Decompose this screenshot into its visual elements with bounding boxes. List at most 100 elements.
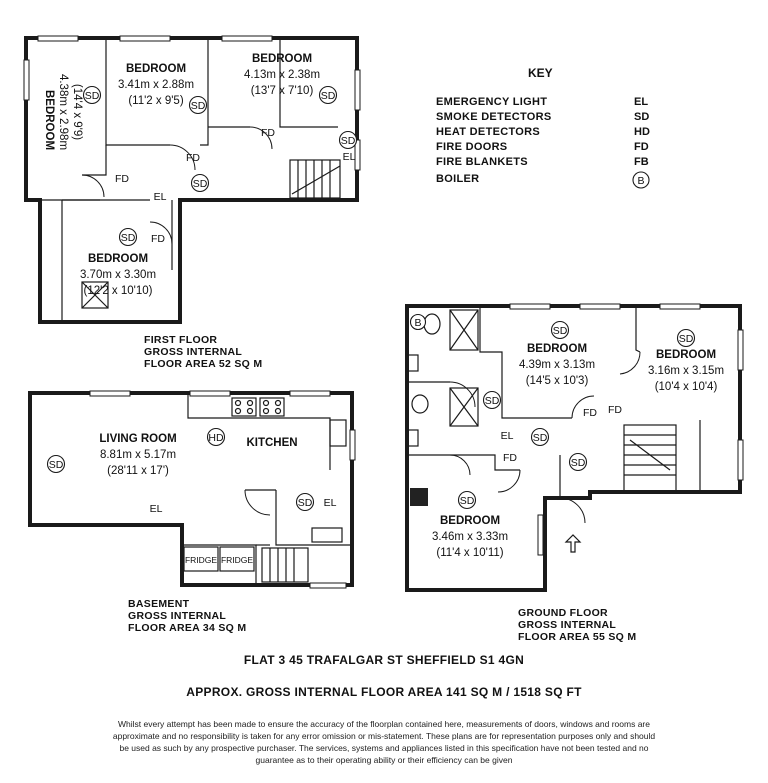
key-label-fire-blankets: FIRE BLANKETS — [436, 156, 528, 168]
key-label-heat-detectors: HEAT DETECTORS — [436, 126, 541, 138]
living-room-imperial: (28'11 x 17') — [107, 465, 169, 477]
ff-fd-1: FD — [261, 127, 275, 139]
bs-el-2: EL — [150, 503, 163, 515]
gf-bed-b-metric: 3.16m x 3.15m — [648, 365, 724, 377]
key-label-smoke-detectors: SMOKE DETECTORS — [436, 111, 552, 123]
basement-plan — [28, 390, 356, 589]
first-floor-plan — [23, 35, 361, 324]
gf-sd-2: SD — [679, 333, 694, 345]
ground-floor-plan — [405, 303, 744, 592]
ff-bed-bottom-metric: 3.70m x 3.30m — [80, 269, 156, 281]
ff-sd-2: SD — [191, 100, 206, 112]
ff-caption-line-1: FIRST FLOOR — [144, 334, 218, 346]
ff-fd-3: FD — [115, 173, 129, 185]
gf-bed-b-imperial: (10'4 x 10'4) — [655, 381, 718, 393]
gf-sd-3: SD — [485, 395, 500, 407]
smoke-detector-icon — [190, 173, 210, 193]
smoke-detector-icon — [482, 390, 502, 410]
gf-sd-6: SD — [460, 495, 475, 507]
bs-caption-line-2: GROSS INTERNAL — [128, 610, 227, 622]
ff-caption-line-2: GROSS INTERNAL — [144, 346, 243, 358]
smoke-detector-icon — [530, 427, 550, 447]
smoke-detector-icon — [295, 492, 315, 512]
ff-bed-right-metric: 4.13m x 2.38m — [244, 69, 320, 81]
ff-caption-line-3: FLOOR AREA 52 SQ M — [144, 358, 263, 370]
ff-el-1: EL — [154, 191, 167, 203]
smoke-detector-icon — [338, 130, 358, 150]
key-boiler-symbol: B — [637, 175, 644, 187]
key-title: KEY — [528, 66, 553, 80]
ff-sd-1: SD — [85, 90, 100, 102]
smoke-detector-icon — [676, 328, 696, 348]
ff-el-2: EL — [343, 151, 356, 163]
gf-bed-a-imperial: (14'5 x 10'3) — [526, 375, 589, 387]
heat-detector-icon — [206, 427, 226, 447]
gf-sd-4: SD — [533, 432, 548, 444]
bs-sd-1: SD — [49, 459, 64, 471]
fridge-label-2: FRIDGE — [221, 555, 253, 565]
fridge-label-1: FRIDGE — [185, 555, 217, 565]
first-floor-caption: FIRST FLOOR GROSS INTERNAL FLOOR AREA 52… — [144, 334, 262, 370]
gf-el-1: EL — [501, 430, 514, 442]
smoke-detector-icon — [188, 95, 208, 115]
key-code-fire-doors: FD — [634, 141, 649, 153]
gf-boiler: B — [414, 317, 421, 329]
gf-fd-1: FD — [583, 407, 597, 419]
smoke-detector-icon — [457, 490, 477, 510]
ff-bed-right-imperial: (13'7 x 7'10) — [251, 85, 314, 97]
ff-sd-3: SD — [321, 90, 336, 102]
gf-bed-c-metric: 3.46m x 3.33m — [432, 531, 508, 543]
gf-caption-line-3: FLOOR AREA 55 SQ M — [518, 631, 637, 643]
ff-bed-right-name: BEDROOM — [252, 53, 312, 65]
gf-caption-line-2: GROSS INTERNAL — [518, 619, 617, 631]
ff-bed-left-metric: 4.38m x 2.98m — [57, 74, 69, 150]
gf-caption-line-1: GROUND FLOOR — [518, 607, 608, 619]
key-code-heat-detectors: HD — [634, 126, 650, 138]
basement-caption: BASEMENT GROSS INTERNAL FLOOR AREA 34 SQ… — [128, 598, 246, 634]
key-code-emergency-light: EL — [634, 96, 649, 108]
living-room-metric: 8.81m x 5.17m — [100, 449, 176, 461]
key-label-boiler: BOILER — [436, 173, 480, 185]
ground-floor-caption: GROUND FLOOR GROSS INTERNAL FLOOR AREA 5… — [518, 607, 636, 643]
bs-sd-2: SD — [298, 497, 313, 509]
bs-caption-line-1: BASEMENT — [128, 598, 190, 610]
ff-sd-6: SD — [121, 232, 136, 244]
bs-caption-line-3: FLOOR AREA 34 SQ M — [128, 622, 247, 634]
key-label-fire-doors: FIRE DOORS — [436, 141, 508, 153]
ff-bed-bottom-name: BEDROOM — [88, 253, 148, 265]
smoke-detector-icon — [46, 454, 66, 474]
gf-bed-a-metric: 4.39m x 3.13m — [519, 359, 595, 371]
ff-bed-mid-imperial: (11'2 x 9'5) — [128, 95, 183, 107]
ff-fd-4: FD — [151, 233, 165, 245]
ff-fd-2: FD — [186, 152, 200, 164]
disclaimer-text: Whilst every attempt has been made to en… — [112, 719, 656, 765]
living-room-name: LIVING ROOM — [99, 433, 176, 445]
gf-sd-5: SD — [571, 457, 586, 469]
smoke-detector-icon — [568, 452, 588, 472]
gf-bed-c-name: BEDROOM — [440, 515, 500, 527]
ff-sd-5: SD — [193, 178, 208, 190]
gf-fd-2: FD — [608, 404, 622, 416]
key-label-emergency-light: EMERGENCY LIGHT — [436, 96, 548, 108]
boiler-icon — [409, 313, 427, 331]
gf-bed-b-name: BEDROOM — [656, 349, 716, 361]
ff-bed-bottom-imperial: (12'2 x 10'10) — [84, 285, 153, 297]
ff-bed-mid-metric: 3.41m x 2.88m — [118, 79, 194, 91]
gf-bed-c-imperial: (11'4 x 10'11) — [436, 547, 503, 559]
bs-hd-1: HD — [208, 432, 224, 444]
smoke-detector-icon — [82, 85, 102, 105]
key-boiler-icon — [632, 171, 650, 189]
ff-bed-left-imperial: (14'4 x 9'9) — [71, 84, 83, 140]
smoke-detector-icon — [550, 320, 570, 340]
property-address: FLAT 3 45 TRAFALGAR ST SHEFFIELD S1 4GN — [243, 653, 525, 667]
gf-fd-3: FD — [503, 452, 517, 464]
key-code-smoke-detectors: SD — [634, 111, 650, 123]
total-floor-area: APPROX. GROSS INTERNAL FLOOR AREA 141 SQ… — [186, 685, 582, 699]
key-code-fire-blankets: FB — [634, 156, 649, 168]
ff-bed-mid-name: BEDROOM — [126, 63, 186, 75]
gf-bed-a-name: BEDROOM — [527, 343, 587, 355]
gf-sd-1: SD — [553, 325, 568, 337]
smoke-detector-icon — [318, 85, 338, 105]
kitchen-name: KITCHEN — [246, 437, 297, 449]
